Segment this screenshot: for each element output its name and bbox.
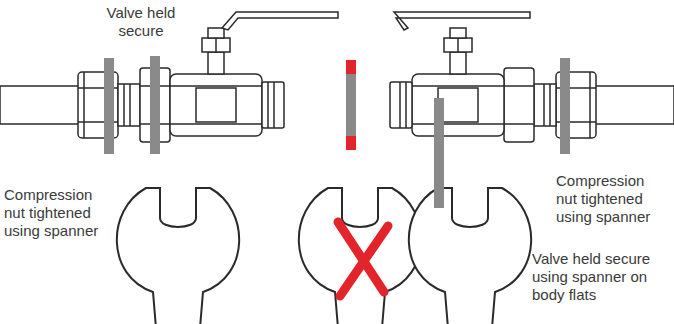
nut-note: Compression nut tightened using spanner [4,186,108,240]
valve-note: Valve held secure [98,4,184,40]
nut-note: Compression nut tightened using spanner [556,172,664,226]
body-note: Valve held secure using spanner on body … [532,250,664,304]
